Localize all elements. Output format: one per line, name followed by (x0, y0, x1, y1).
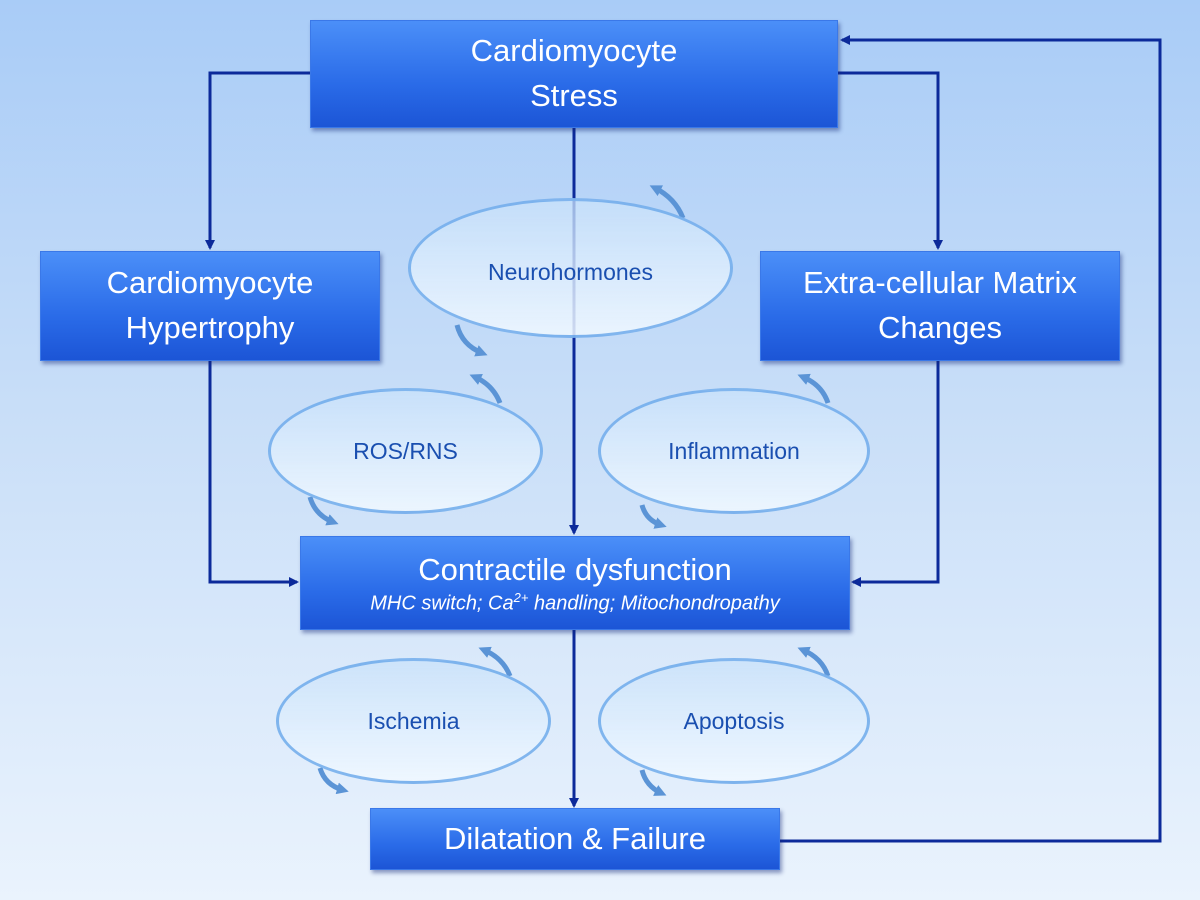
cycle-arrow-icon (639, 504, 667, 529)
node-contractile-dysfunction: Contractile dysfunction MHC switch; Ca2+… (300, 536, 850, 630)
subtitle-part: MHC switch; Ca (370, 592, 514, 615)
cycle-arrow-icon (454, 324, 488, 357)
cycle-ros-rns: ROS/RNS (268, 388, 543, 514)
cycle-label: ROS/RNS (353, 437, 458, 464)
arrow-stress-to-hypertrophy (205, 71, 310, 250)
cycle-arrows (307, 185, 831, 796)
cycle-label: Inflammation (668, 437, 800, 464)
node-label: Hypertrophy (125, 310, 295, 345)
node-label: Extra-cellular Matrix (803, 265, 1077, 301)
cycle-arrow-icon (307, 496, 339, 526)
cycle-inflammation: Inflammation (598, 388, 870, 514)
node-subtitle: MHC switch; Ca2+ handling; Mitochondropa… (370, 590, 779, 616)
cycle-arrow-icon (639, 769, 667, 796)
subtitle-superscript: 2+ (513, 590, 529, 606)
cycle-apoptosis: Apoptosis (598, 658, 870, 784)
cycle-arrow-icon (317, 767, 349, 795)
cycle-neurohormones: Neurohormones (408, 198, 733, 338)
node-title: Contractile dysfunction (418, 552, 732, 588)
node-label: Cardiomyocyte (106, 265, 314, 301)
node-cardiomyocyte-hypertrophy: Cardiomyocyte Hypertrophy (40, 251, 380, 361)
arrow-stress-to-ecm (838, 71, 943, 250)
cycle-ischemia: Ischemia (276, 658, 551, 784)
cycle-label: Apoptosis (683, 707, 785, 734)
cycle-label: Neurohormones (488, 259, 653, 285)
cycle-arrow-icon (797, 646, 831, 677)
node-label: Dilatation & Failure (444, 820, 706, 856)
node-label: Cardiomyocyte (470, 33, 678, 69)
cycle-arrow-icon (797, 373, 831, 404)
arrow-hypertrophy-to-contractile (208, 360, 299, 587)
subtitle-part: handling; Mitochondropathy (528, 592, 780, 615)
node-label: Stress (530, 78, 618, 113)
cycle-arrow-icon (649, 185, 686, 219)
node-cardiomyocyte-stress: Cardiomyocyte Stress (310, 20, 838, 128)
cycle-arrow-icon (469, 373, 503, 404)
node-dilatation-failure: Dilatation & Failure (370, 808, 780, 870)
arrow-ecm-to-contractile (851, 360, 940, 587)
arrow-failure-to-stress (780, 35, 1162, 843)
node-label: Changes (877, 310, 1003, 345)
cycle-label: Ischemia (367, 707, 460, 734)
cycle-arrow-icon (478, 646, 513, 677)
node-extracellular-matrix: Extra-cellular Matrix Changes (760, 251, 1120, 361)
